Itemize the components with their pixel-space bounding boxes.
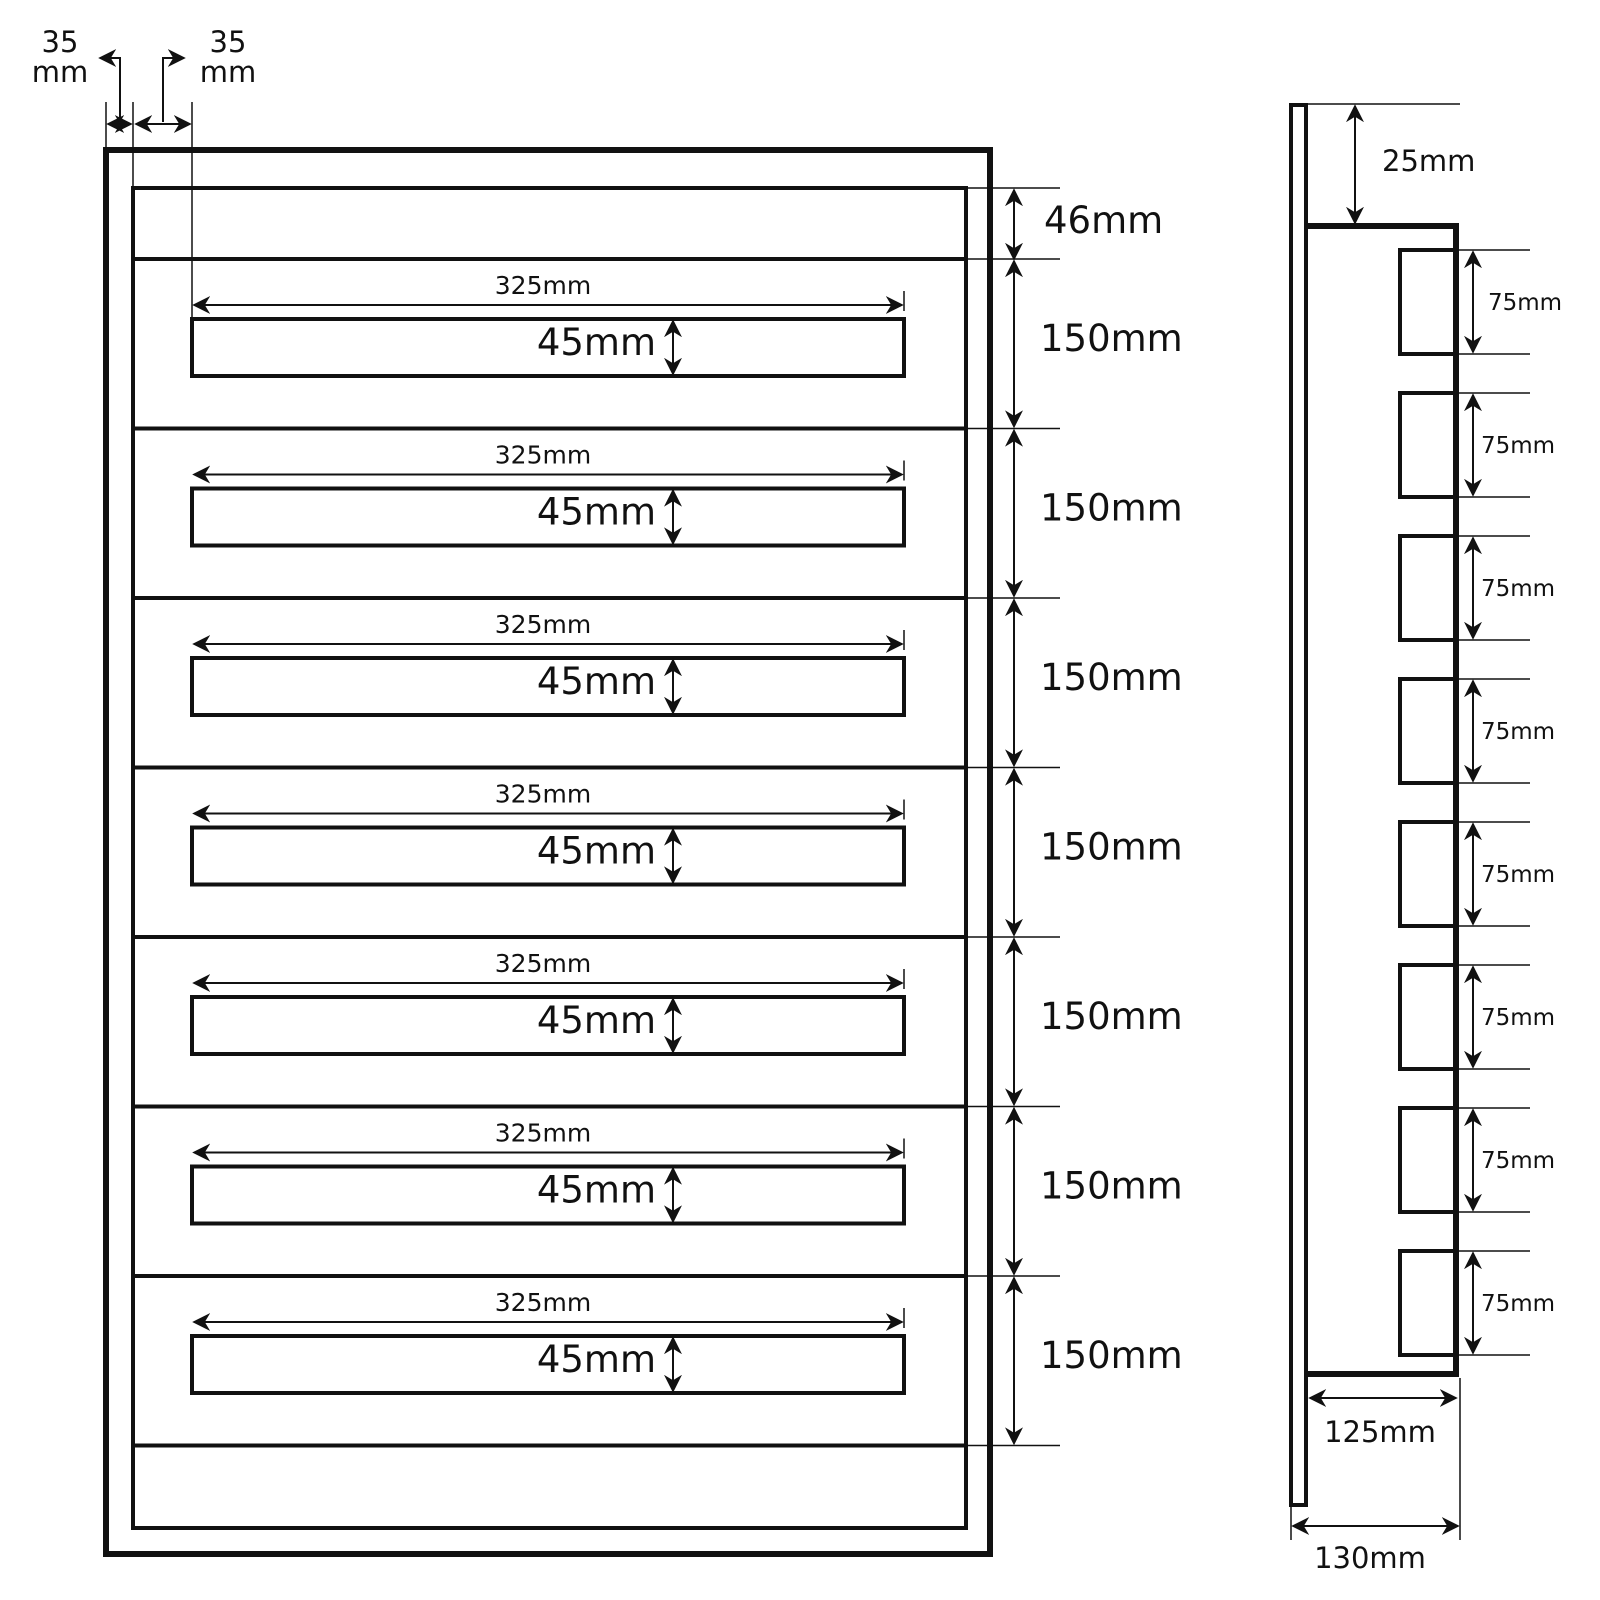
bracket-slot: [1398, 963, 1458, 1071]
shelf-pitch-label: 150mm: [1040, 995, 1183, 1038]
slot-width-label: 325mm: [495, 610, 591, 639]
inner-depth-dimension: 125mm: [1308, 1378, 1461, 1540]
slot-height-label: 45mm: [537, 1169, 656, 1212]
slot-height-label: 45mm: [537, 491, 656, 534]
top-gap-dimension: 46mm: [966, 187, 1163, 261]
bracket-height-label: 75mm: [1481, 1148, 1555, 1174]
slot-height-label: 45mm: [537, 1338, 656, 1381]
slot-offset-value: 35: [210, 25, 247, 59]
bracket: 75mm: [1398, 677, 1555, 785]
bracket-profile: [1306, 223, 1459, 1377]
slot-width-label: 325mm: [495, 1119, 591, 1148]
slot: [190, 486, 906, 548]
slot: [190, 1164, 906, 1226]
top-offset-label: 25mm: [1382, 144, 1475, 178]
bracket-height-label: 75mm: [1488, 290, 1562, 316]
bracket-slot: [1398, 391, 1458, 499]
bracket-slot: [1398, 248, 1458, 356]
bracket-slots: 75mm 75mm 75mm 75mm 75mm 75mm 75mm 75mm: [1398, 248, 1562, 1357]
shelf-pitch-label: 150mm: [1040, 826, 1183, 869]
shelf-row: 325mm 45mm 150mm: [133, 426, 1183, 598]
inner-frame: [131, 186, 968, 1530]
slot-width-label: 325mm: [495, 441, 591, 470]
slot: [190, 1334, 906, 1395]
left-margin-dimension: 35 mm: [32, 25, 193, 320]
bracket: 75mm: [1398, 1249, 1555, 1357]
slot: [190, 656, 906, 717]
shelf-pitch-label: 150mm: [1040, 317, 1183, 360]
shelf-rows: 325mm 45mm 150mm 325mm 45mm 150mm 325mm 45mm 150…: [133, 257, 1183, 1448]
bracket-slot: [1398, 534, 1458, 642]
total-depth-label: 130mm: [1314, 1541, 1426, 1575]
slot-width-label: 325mm: [495, 1288, 591, 1317]
shelf-pitch-label: 150mm: [1040, 487, 1183, 530]
shelf-row: 325mm 45mm 150mm: [133, 765, 1183, 937]
shelf-row: 325mm 45mm 150mm: [133, 1104, 1183, 1276]
bracket-height-label: 75mm: [1481, 1005, 1555, 1031]
inner-depth-label: 125mm: [1324, 1415, 1436, 1449]
bracket-slot: [1398, 677, 1458, 785]
shelf-row: 325mm 45mm 150mm: [133, 935, 1183, 1107]
slot: [190, 825, 906, 887]
slot-width-label: 325mm: [495, 780, 591, 809]
bracket: 75mm: [1398, 820, 1555, 928]
top-offset-dimension: 25mm: [1291, 103, 1475, 225]
left-margin-unit: mm: [32, 55, 89, 89]
bracket: 75mm: [1398, 534, 1555, 642]
slot-width-label: 325mm: [495, 271, 591, 300]
outer-frame: [103, 147, 993, 1557]
total-depth-dimension: 130mm: [1290, 1505, 1460, 1575]
left-margin-value: 35: [42, 25, 79, 59]
slot: [190, 317, 906, 378]
shelf-row: 325mm 45mm 150mm: [133, 1274, 1183, 1446]
shelf-row: 325mm 45mm 150mm: [133, 257, 1183, 429]
slot-width-label: 325mm: [495, 949, 591, 978]
bracket: 75mm: [1398, 391, 1555, 499]
top-gap-label: 46mm: [1044, 199, 1163, 242]
shelf-row: 325mm 45mm 150mm: [133, 596, 1183, 768]
bracket-slot: [1398, 820, 1458, 928]
bracket-slot: [1398, 1106, 1458, 1214]
slot-height-label: 45mm: [537, 321, 656, 364]
bracket-height-label: 75mm: [1481, 719, 1555, 745]
slot-offset-dimension: 35 mm: [134, 25, 257, 133]
bracket-height-label: 75mm: [1481, 433, 1555, 459]
shelf-pitch-label: 150mm: [1040, 1165, 1183, 1208]
bracket-height-label: 75mm: [1481, 1291, 1555, 1317]
slot-height-label: 45mm: [537, 830, 656, 873]
front-view: 35 mm 35 mm 46mm 325mm 45mm 150mm 325mm 45mm…: [32, 25, 1183, 1557]
slot-height-label: 45mm: [537, 999, 656, 1042]
slot: [190, 995, 906, 1056]
back-plate: [1289, 103, 1308, 1507]
slot-height-label: 45mm: [537, 660, 656, 703]
shelf-pitch-label: 150mm: [1040, 656, 1183, 699]
slot-offset-unit: mm: [200, 55, 257, 89]
bracket-height-label: 75mm: [1481, 576, 1555, 602]
side-view: 25mm 75mm 75mm 75mm 75mm 75mm 75mm 75mm 75mm 12…: [1289, 103, 1562, 1575]
bracket: 75mm: [1398, 963, 1555, 1071]
shelf-pitch-label: 150mm: [1040, 1334, 1183, 1377]
bracket: 75mm: [1398, 248, 1562, 356]
bracket: 75mm: [1398, 1106, 1555, 1214]
bracket-height-label: 75mm: [1481, 862, 1555, 888]
bracket-slot: [1398, 1249, 1458, 1357]
